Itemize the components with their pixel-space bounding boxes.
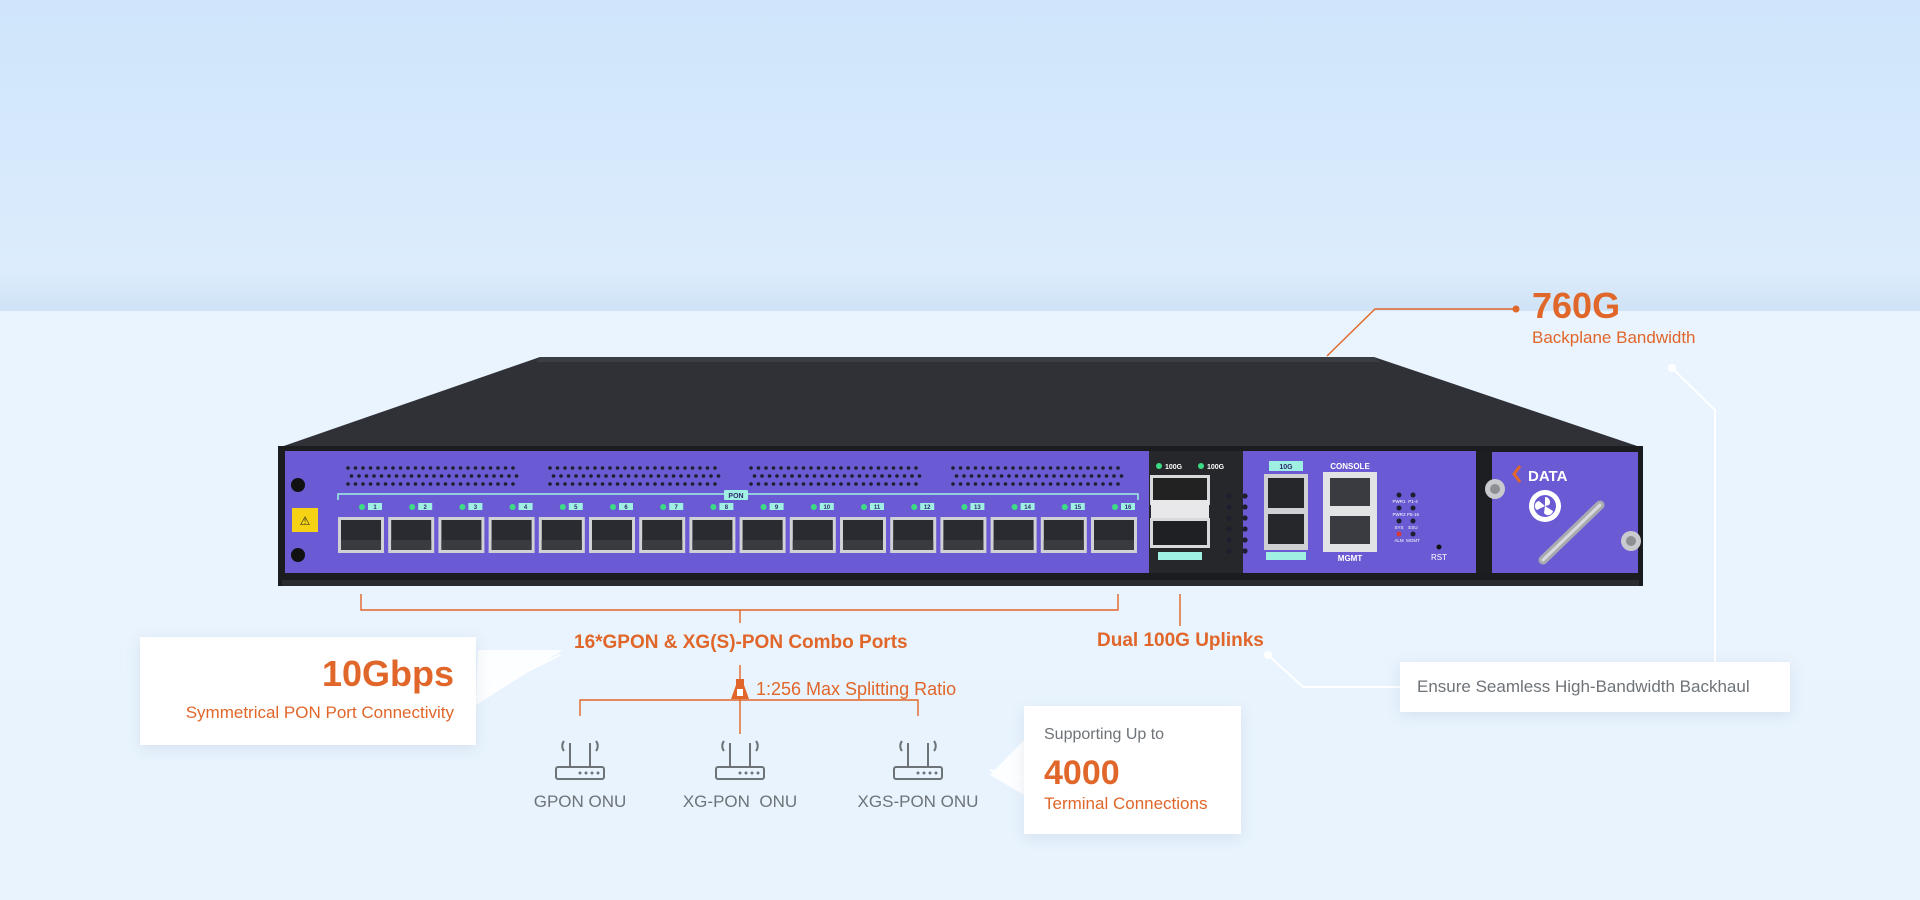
pon-port-number: 13 (974, 505, 981, 511)
symmetric-caption: Symmetrical PON Port Connectivity (185, 703, 454, 722)
splitting-label: 1:256 Max Splitting Ratio (756, 678, 957, 699)
splitter-icon (731, 679, 749, 699)
backhaul-card: Ensure Seamless High-Bandwidth Backhaul (1400, 662, 1790, 712)
pon-port: 1 (338, 503, 384, 553)
sfp-10g-ports (1264, 474, 1308, 550)
led-label: ALM (1394, 538, 1404, 543)
logo-text: DATA (1528, 468, 1568, 485)
onu-label: GPON ONU (533, 792, 627, 811)
pon-ports-label: 16*GPON & XG(S)-PON Combo Ports (574, 632, 908, 653)
pon-port-number: 15 (1074, 505, 1081, 511)
pon-port: 15 (1040, 503, 1087, 553)
onu-label: XG-PON ONU (682, 792, 798, 811)
onu-xgspon: XGS-PON ONU (848, 735, 988, 812)
pon-port: 14 (990, 503, 1037, 553)
pon-port: 16 (1091, 503, 1137, 553)
led-label: P5-16 (1407, 512, 1420, 517)
svg-text:⚠: ⚠ (300, 514, 311, 528)
pon-port: 3 (438, 503, 485, 553)
svg-text:100G: 100G (1207, 464, 1225, 471)
led-label: PWR1 (1392, 499, 1405, 504)
pon-port: 12 (890, 503, 937, 553)
router-icon (893, 740, 943, 780)
terminals-pre: Supporting Up to (1044, 726, 1165, 743)
uplink-port-2 (1150, 518, 1210, 548)
pon-port: 6 (589, 503, 635, 553)
splitting-callout: 1:256 Max Splitting Ratio (730, 678, 956, 700)
pon-port: 2 (388, 503, 435, 553)
pon-port-number: 9 (775, 505, 779, 511)
pon-port-number: 11 (874, 505, 881, 511)
router-icon (555, 740, 605, 780)
terminals-value: 4000 (1044, 754, 1120, 792)
esd-sticker (292, 508, 318, 532)
backplane-value: 760G (1532, 285, 1621, 326)
pon-port: 7 (639, 503, 686, 553)
svg-text:10G: 10G (1279, 464, 1293, 471)
pon-port: 4 (488, 503, 535, 553)
led-label: ESU (1408, 525, 1417, 530)
pon-port: 13 (940, 503, 987, 553)
led-label: PWR2 (1392, 512, 1405, 517)
pon-port: 11 (840, 503, 886, 553)
onu-label: XGS-PON ONU (857, 792, 979, 811)
router-icon (715, 740, 765, 780)
terminals-caption: Terminal Connections (1044, 794, 1208, 813)
symmetric-card: 10Gbps Symmetrical PON Port Connectivity (140, 637, 476, 745)
pon-port-number: 6 (624, 505, 628, 511)
onu-xgpon: XG-PON ONU (680, 735, 800, 812)
led-label: MGMT (1406, 538, 1420, 543)
symmetric-value: 10Gbps (321, 653, 454, 694)
onu-gpon: GPON ONU (520, 735, 640, 812)
pon-port-number: 10 (823, 505, 830, 511)
led-label: P1-4 (1408, 499, 1418, 504)
backhaul-label: Ensure Seamless High-Bandwidth Backhaul (1417, 677, 1750, 696)
terminals-card: Supporting Up to 4000 Terminal Connectio… (1024, 706, 1241, 834)
pon-port-number: 1 (373, 505, 377, 511)
uplinks-label: Dual 100G Uplinks (1097, 630, 1264, 651)
pon-port-number: 14 (1024, 505, 1031, 511)
pon-port: 5 (538, 503, 585, 553)
pon-port-number: 8 (725, 505, 729, 511)
pon-port: 8 (689, 503, 736, 553)
console-port (1323, 472, 1377, 552)
console-label: CONSOLE (1330, 462, 1370, 471)
chassis-top (278, 357, 1643, 448)
mgmt-label: MGMT (1338, 554, 1363, 563)
pon-port: 10 (789, 503, 836, 553)
pon-label: PON (728, 493, 743, 500)
led-label: SYS (1394, 525, 1403, 530)
pon-port-number: 16 (1125, 505, 1132, 511)
pon-port-number: 5 (574, 505, 578, 511)
pon-port-number: 12 (924, 505, 931, 511)
pon-port-number: 3 (474, 505, 478, 511)
backplane-caption: Backplane Bandwidth (1532, 328, 1696, 347)
pon-port-number: 2 (424, 505, 428, 511)
pon-port: 9 (739, 503, 786, 553)
pon-port-number: 7 (675, 505, 679, 511)
rst-label: RST (1431, 553, 1447, 562)
pon-port-number: 4 (524, 505, 528, 511)
backplane-callout: 760G Backplane Bandwidth (1532, 286, 1696, 348)
svg-text:100G: 100G (1165, 464, 1183, 471)
